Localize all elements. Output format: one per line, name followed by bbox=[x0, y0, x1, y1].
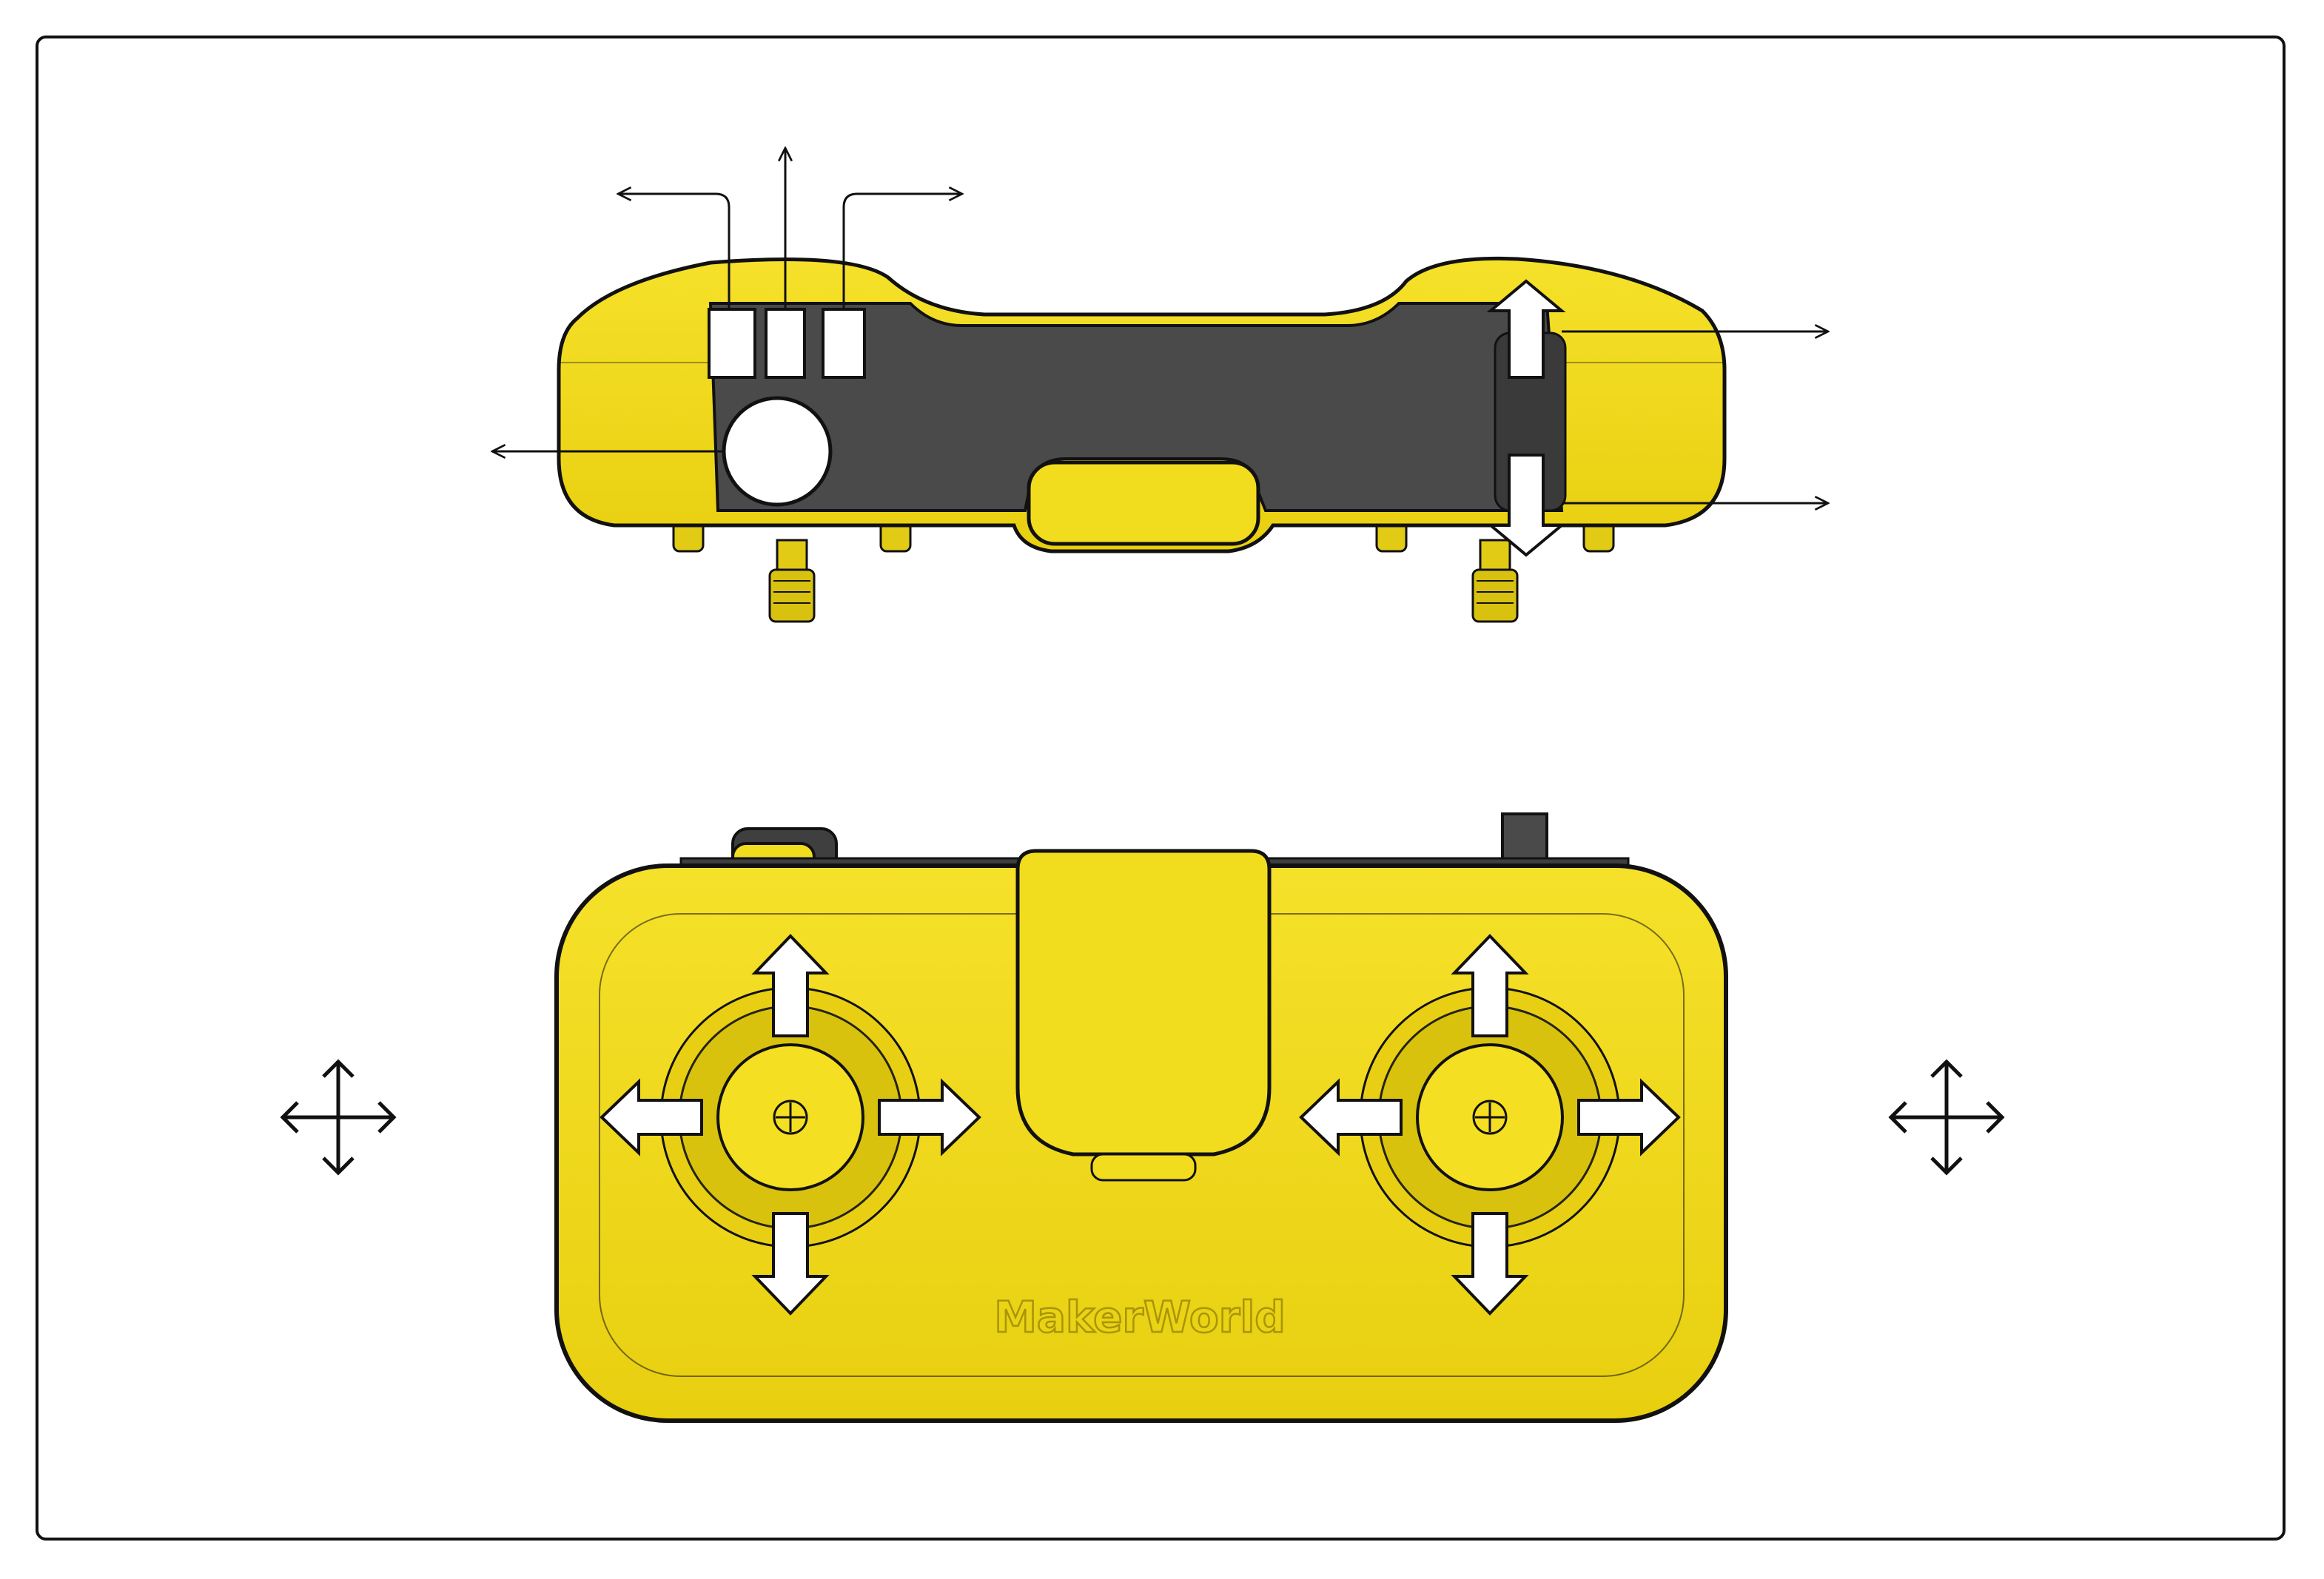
center-clip bbox=[1015, 849, 1272, 1157]
usb-port-cover bbox=[1027, 460, 1260, 546]
move-arrows-icon-right bbox=[1888, 1059, 2005, 1176]
move-arrows-icon-left bbox=[280, 1059, 397, 1176]
thumb-screw-left bbox=[768, 539, 816, 623]
callout-arrow-icon bbox=[618, 194, 731, 309]
top-button-center[interactable] bbox=[765, 308, 806, 379]
controller-top-view bbox=[492, 148, 1828, 623]
direction-arrow-icon bbox=[600, 934, 981, 1316]
maker-world-logo: MakerWorld bbox=[994, 1292, 1286, 1342]
callout-arrow-icon bbox=[842, 194, 962, 309]
top-button-right[interactable] bbox=[822, 308, 866, 379]
slider-up-arrow-icon bbox=[1486, 279, 1566, 379]
top-round-button[interactable] bbox=[722, 396, 833, 507]
slider-down-arrow-icon bbox=[1486, 454, 1566, 557]
controller-front-view: MakerWorld bbox=[554, 812, 1728, 1423]
top-button-left[interactable] bbox=[708, 308, 756, 379]
diagram-frame bbox=[36, 36, 2286, 1541]
thumb-screw-right bbox=[1471, 539, 1519, 623]
joystick-right[interactable] bbox=[1359, 986, 1621, 1248]
direction-arrow-icon bbox=[1299, 934, 1681, 1316]
